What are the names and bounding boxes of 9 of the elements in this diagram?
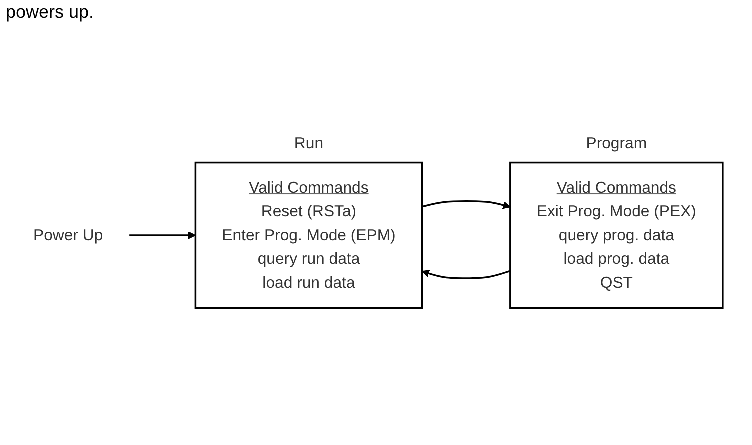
node-label: Program (586, 134, 648, 152)
node-text: Power Up (33, 226, 104, 244)
node-label: Run (294, 134, 324, 152)
node-box: Valid Commands Reset (RSTa) Enter Prog. Mode (EPM) query run data load run data (194, 162, 424, 310)
arrow (422, 200, 511, 210)
arrow (422, 270, 511, 280)
node-box: Valid Commands Exit Prog. Mode (PEX) query prog. data load prog. data QST (510, 162, 724, 310)
arrow (130, 232, 196, 240)
note-text: powers up. (6, 2, 94, 23)
